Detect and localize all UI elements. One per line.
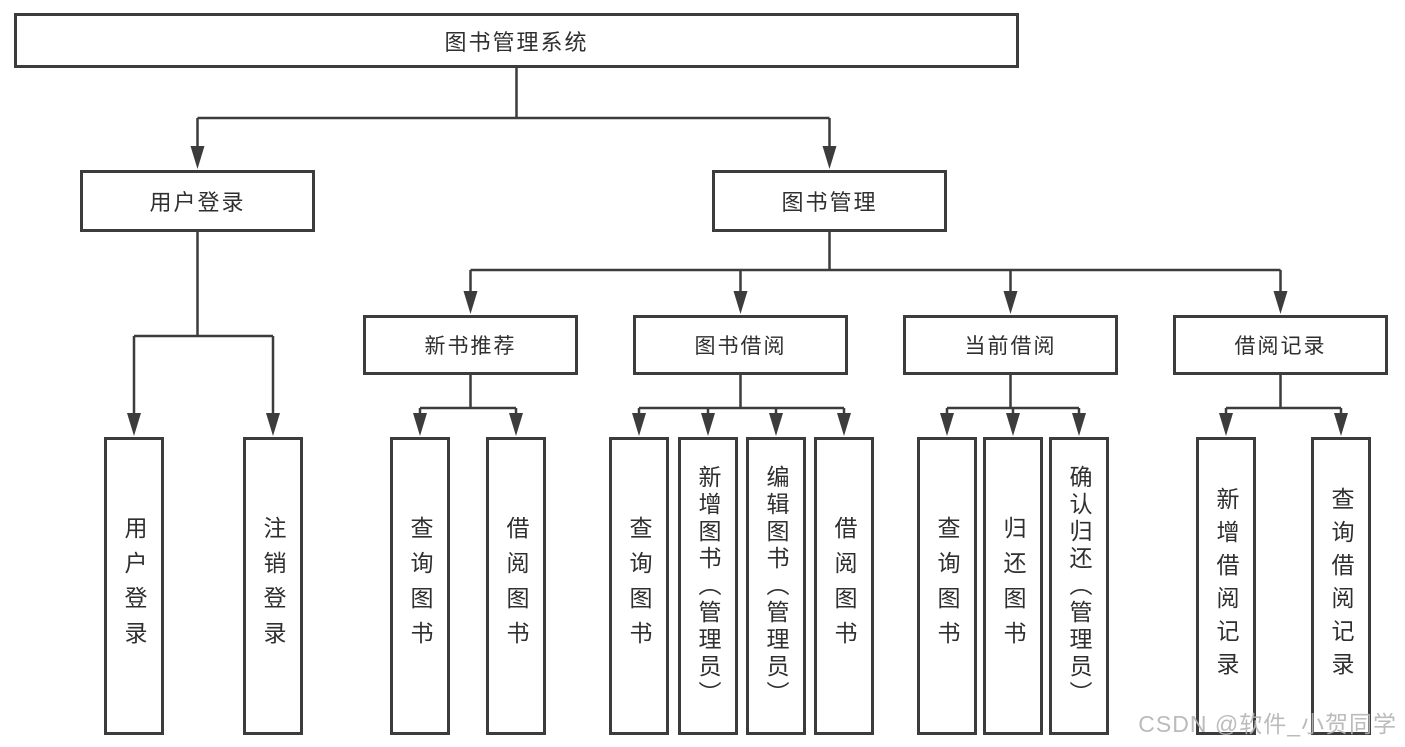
leaf-logout: 注销登录 (243, 437, 303, 735)
leaf-borrow-books-recommend: 借阅图书 (486, 437, 546, 735)
leaf-query-books-current: 查询图书 (917, 437, 977, 735)
node-book-management: 图书管理 (712, 170, 947, 232)
node-current-borrowing: 当前借阅 (903, 315, 1118, 375)
node-borrowing-records: 借阅记录 (1173, 315, 1388, 375)
leaf-user-login: 用户登录 (104, 437, 164, 735)
leaf-return-book: 归还图书 (983, 437, 1043, 735)
leaf-query-books-borrowing: 查询图书 (609, 437, 669, 735)
leaf-query-books-recommend: 查询图书 (390, 437, 450, 735)
leaf-edit-book-admin: 编辑图书（管理员） (746, 437, 806, 735)
leaf-add-book-admin: 新增图书（管理员） (678, 437, 738, 735)
leaf-add-borrow-record: 新增借阅记录 (1196, 437, 1256, 735)
node-library-management-system: 图书管理系统 (14, 13, 1019, 68)
node-book-borrowing: 图书借阅 (633, 315, 848, 375)
leaf-query-borrow-record: 查询借阅记录 (1311, 437, 1371, 735)
node-user-login: 用户登录 (80, 170, 315, 232)
leaf-confirm-return-admin: 确认归还（管理员） (1049, 437, 1109, 735)
node-new-book-recommend: 新书推荐 (363, 315, 578, 375)
leaf-borrow-books-borrowing: 借阅图书 (814, 437, 874, 735)
